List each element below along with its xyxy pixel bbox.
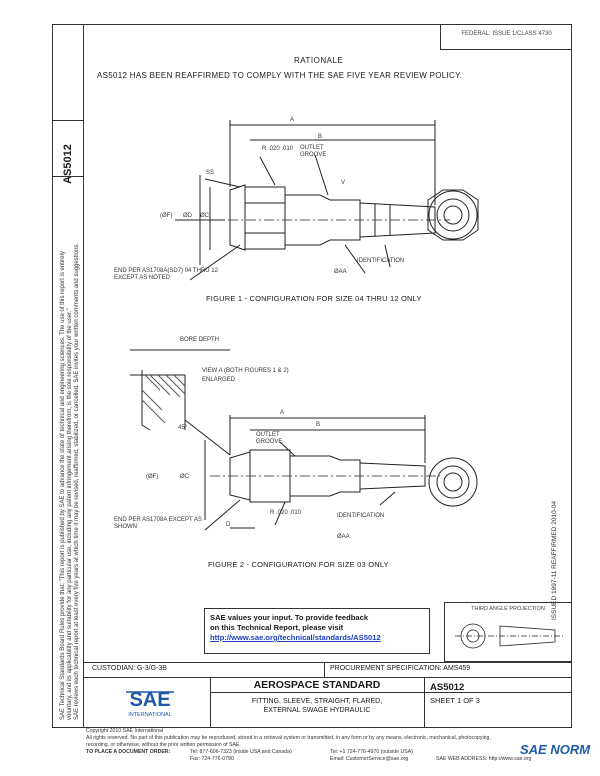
fig1-aa-label: ØAA: [334, 269, 347, 275]
fig2-body: [289, 455, 361, 497]
fig1-phi-f: (ØF): [160, 213, 173, 219]
fax: Fax: 724-776-0790: [190, 756, 234, 762]
side-note-3: SAE reviews each technical report at lea…: [74, 242, 80, 720]
sae-logo-mark: SAE INTERNATIONAL: [126, 689, 174, 718]
fig2-end-view-inner: [436, 465, 470, 499]
left-divider-2: [52, 176, 83, 177]
fig2-end-note: END PER AS1708A EXCEPT AS SHOWN: [114, 517, 202, 530]
fig2-outlet-groove: OUTLET GROOVE: [256, 432, 283, 445]
subtitle-1: FITTING, SLEEVE, STRAIGHT, FLARED,: [251, 698, 383, 705]
fig2-view-a: VIEW A (BOTH FIGURES 1 & 2): [202, 368, 289, 374]
tb-line-1: [84, 662, 572, 663]
fig2-d-label: D: [226, 522, 231, 528]
tb-vline-2: [210, 677, 211, 728]
tel: Tel: 877-606-7323 (inside USA and Canada…: [190, 749, 292, 755]
feedback-box: SAE values your input. To provide feedba…: [204, 608, 430, 654]
fig1-r-dim: R .020 .010: [262, 146, 294, 152]
figure1-caption: FIGURE 1 - CONFIGURATION FOR SIZE 04 THR…: [206, 294, 422, 303]
side-note-1: SAE Technical Standards Board Rules prov…: [60, 251, 66, 720]
fig1-phi-d: ØD: [183, 213, 192, 219]
fig1-b-label: B: [318, 134, 323, 140]
subtitle-2: EXTERNAL SWAGE HYDRAULIC: [263, 707, 371, 714]
rationale-body: AS5012 HAS BEEN REAFFIRMED TO COMPLY WIT…: [97, 71, 463, 80]
procurement: PROCUREMENT SPECIFICATION: AMS459: [330, 665, 471, 672]
tel-2: Tel: +1 724-776-4970 (outside USA): [330, 749, 413, 755]
fig2-aa-label: ØAA: [337, 534, 350, 540]
fig2-angle: 45°: [178, 425, 188, 431]
order-label: TO PLACE A DOCUMENT ORDER:: [86, 749, 171, 755]
copyright: Copyright 2010 SAE International: [86, 728, 163, 734]
fig1-ss-label: SS: [206, 170, 215, 176]
left-column: AS5012: [52, 24, 84, 728]
projection-block: THIRD ANGLE PROJECTION: [444, 602, 572, 662]
side-document-number: AS5012: [62, 144, 74, 184]
fig2-bore-depth: BORE DEPTH: [180, 337, 220, 343]
fig2-sleeve: [359, 462, 426, 490]
end-view-hex: [427, 189, 479, 241]
projection-title: THIRD ANGLE PROJECTION: [471, 606, 545, 612]
end-view-outer: [428, 190, 478, 240]
end-view-bore: [443, 205, 463, 225]
side-note-2: voluntary, and its applicability and sui…: [67, 308, 73, 720]
tb-line-3: [210, 692, 572, 693]
projection-symbol: [455, 623, 563, 649]
figure2-caption: FIGURE 2 - CONFIGURATION FOR SIZE 03 ONL…: [208, 560, 389, 569]
feedback-line-1: SAE values your input. To provide feedba…: [210, 613, 369, 622]
web-address: SAE WEB ADDRESS: http://www.sae.org: [436, 756, 532, 762]
view-a-outline: [130, 374, 186, 430]
rationale-title: RATIONALE: [294, 56, 344, 65]
fig1-v-label: V: [341, 180, 346, 186]
figure1-drawing: [175, 120, 479, 281]
tb-doc-number: AS5012: [430, 682, 465, 693]
fig2-b-label: B: [316, 422, 321, 428]
sae-logo: SAE INTERNATIONAL: [120, 684, 180, 720]
feedback-link[interactable]: http://www.sae.org/technical/standards/A…: [210, 633, 381, 642]
fig2-enlarged: ENLARGED: [202, 377, 236, 383]
fig1-phi-c: ØC: [200, 213, 209, 219]
fig2-phi-c: ØC: [180, 474, 189, 480]
end-view-inner: [436, 198, 470, 232]
feedback-line-2: on this Technical Report, please visit: [210, 623, 344, 632]
fitting-hex: [244, 186, 286, 250]
email: Email: CustomerService@sae.org: [330, 756, 409, 762]
fig2-end-view-outer: [428, 457, 478, 507]
tb-line-2: [84, 677, 572, 678]
fig1-outlet-groove: OUTLET GROOVE: [300, 145, 327, 158]
fig1-identification: IDENTIFICATION: [357, 258, 405, 264]
revision-block: FEDERAL: ISSUE 1/CLASS 4730: [440, 24, 572, 50]
figure2-drawing: [130, 349, 478, 531]
watermark: SAE NORM: [520, 742, 591, 757]
fitting-sleeve: [359, 202, 436, 238]
svg-text:INTERNATIONAL: INTERNATIONAL: [128, 712, 172, 718]
fig2-phi-f: (ØF): [146, 474, 159, 480]
fig2-identification: IDENTIFICATION: [337, 513, 385, 519]
rights-2: recording, or otherwise, without the pri…: [86, 742, 241, 748]
fig2-end-view-bore: [443, 472, 463, 492]
rights: All rights reserved. No part of this pub…: [86, 735, 491, 741]
custodian: CUSTODIAN: G-3/G-3B: [92, 665, 167, 672]
fitting-hex-left: [229, 184, 246, 251]
left-divider: [52, 120, 83, 121]
tb-vline-3: [424, 677, 425, 728]
page-frame: [52, 24, 572, 728]
tb-vline-1: [324, 662, 325, 677]
fig1-end-note: END PER AS1708A(SD7) 04 THRU 12 EXCEPT A…: [114, 268, 218, 281]
sheet-number: SHEET 1 OF 3: [430, 696, 480, 705]
fig2-a-label: A: [280, 410, 285, 416]
fitting-body: [284, 194, 361, 246]
svg-text:SAE: SAE: [129, 689, 170, 711]
fig2-r-dim: R .020 .010: [270, 510, 302, 516]
fig1-a-label: A: [290, 117, 295, 123]
main-title: AEROSPACE STANDARD: [253, 679, 381, 691]
